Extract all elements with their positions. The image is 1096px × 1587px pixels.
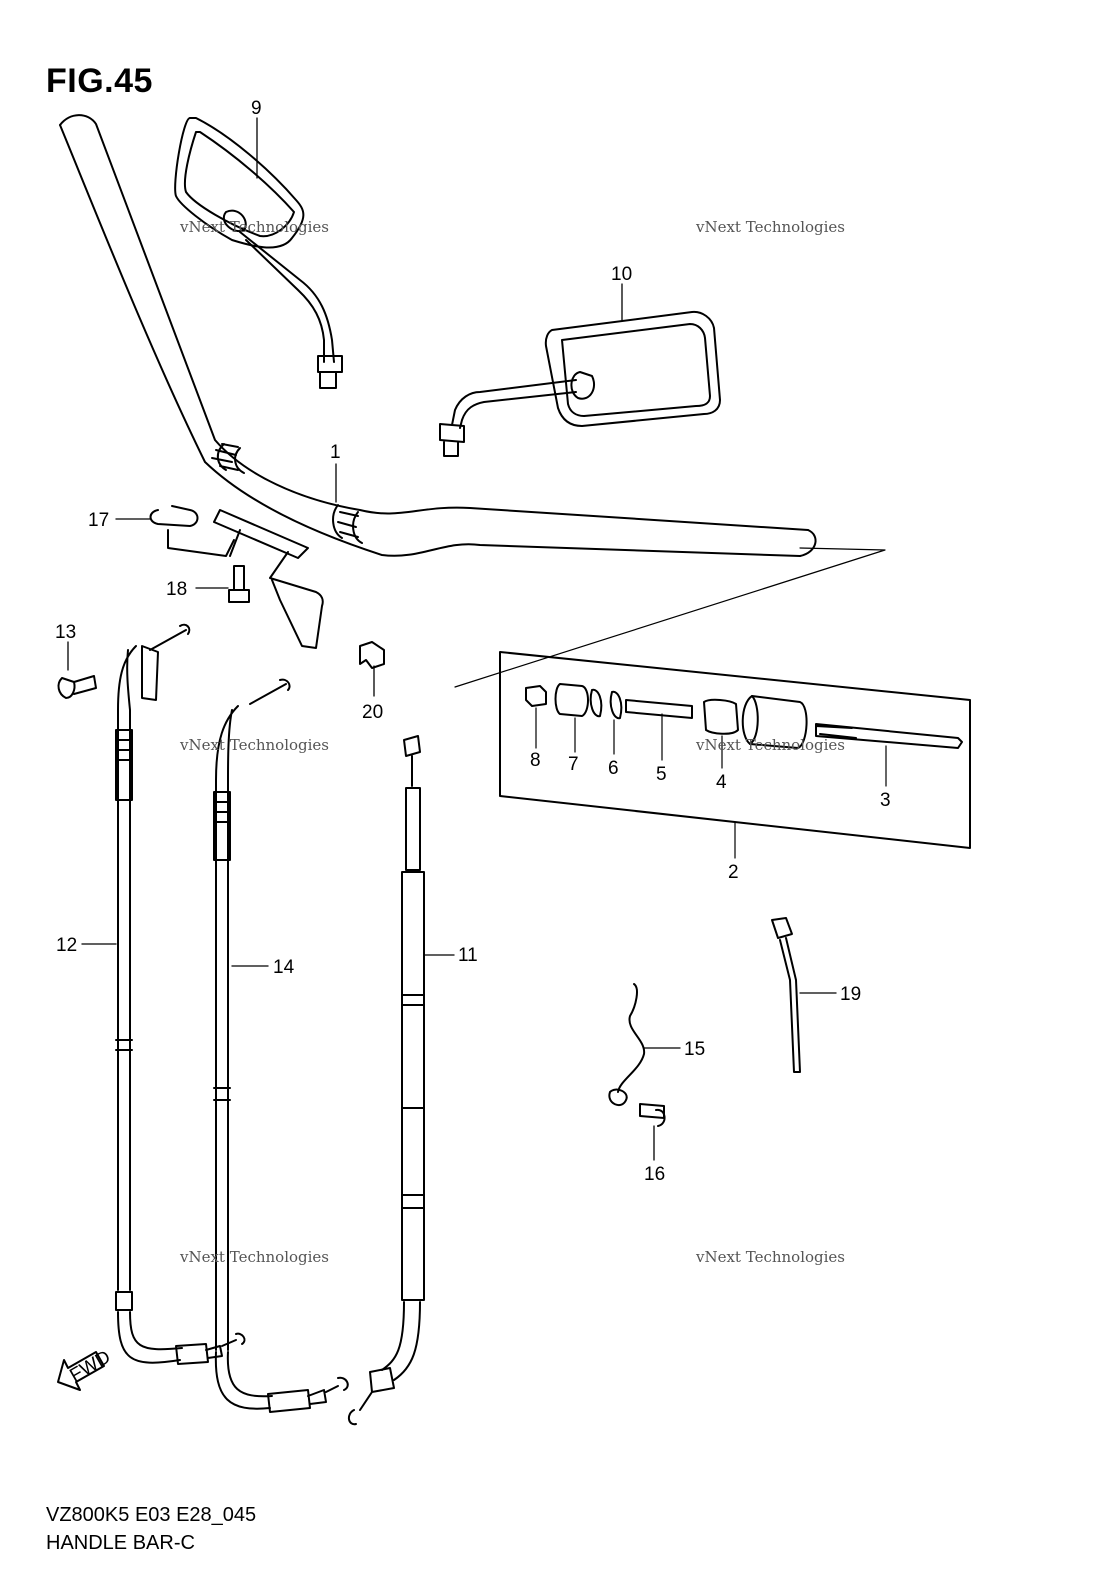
clip-20 (359, 641, 385, 669)
cable-tie-19 (771, 917, 801, 1073)
section-name: HANDLE BAR-C (46, 1532, 195, 1554)
knurl-band-right (332, 504, 363, 544)
callout-1: 1 (330, 442, 341, 463)
callout-7: 7 (568, 754, 579, 775)
fwd-label: FWD (66, 1347, 114, 1387)
forward-arrow-icon (57, 1351, 105, 1391)
callout-2: 2 (728, 862, 739, 883)
cable-11 (348, 735, 425, 1426)
callout-leaders (67, 117, 837, 1161)
callout-19: 19 (840, 984, 861, 1005)
callout-14: 14 (273, 957, 295, 978)
callout-15: 15 (684, 1039, 705, 1060)
callout-11: 11 (458, 945, 478, 966)
callout-12: 12 (56, 935, 77, 956)
cable-12 (115, 623, 246, 1365)
bracket-15 (608, 983, 646, 1107)
handlebar (59, 114, 886, 688)
bolt-16 (639, 1103, 666, 1127)
clamp-bracket (149, 505, 324, 649)
bolt-18 (228, 565, 250, 603)
callout-13: 13 (55, 622, 76, 643)
bar-end-assembly-panel (499, 651, 971, 859)
mirror-left (174, 117, 343, 389)
callout-6: 6 (608, 758, 619, 779)
mirror-right (439, 310, 721, 457)
model-code: VZ800K5 E03 E28_045 (46, 1504, 257, 1526)
knurl-band-left (211, 443, 245, 474)
callout-17: 17 (88, 510, 109, 531)
callout-numbers: 1 2 3 4 5 6 7 8 9 10 11 12 13 14 15 16 1… (55, 98, 891, 1185)
callout-4: 4 (716, 772, 727, 793)
callout-9: 9 (251, 98, 262, 119)
cable-14 (213, 678, 349, 1413)
callout-18: 18 (166, 579, 187, 600)
callout-8: 8 (530, 750, 541, 771)
callout-3: 3 (880, 790, 891, 811)
callout-16: 16 (644, 1164, 665, 1185)
figure-title: FIG.45 (46, 62, 153, 100)
callout-5: 5 (656, 764, 667, 785)
callout-20: 20 (362, 702, 383, 723)
callout-10: 10 (611, 264, 632, 285)
screw-13 (57, 675, 97, 699)
